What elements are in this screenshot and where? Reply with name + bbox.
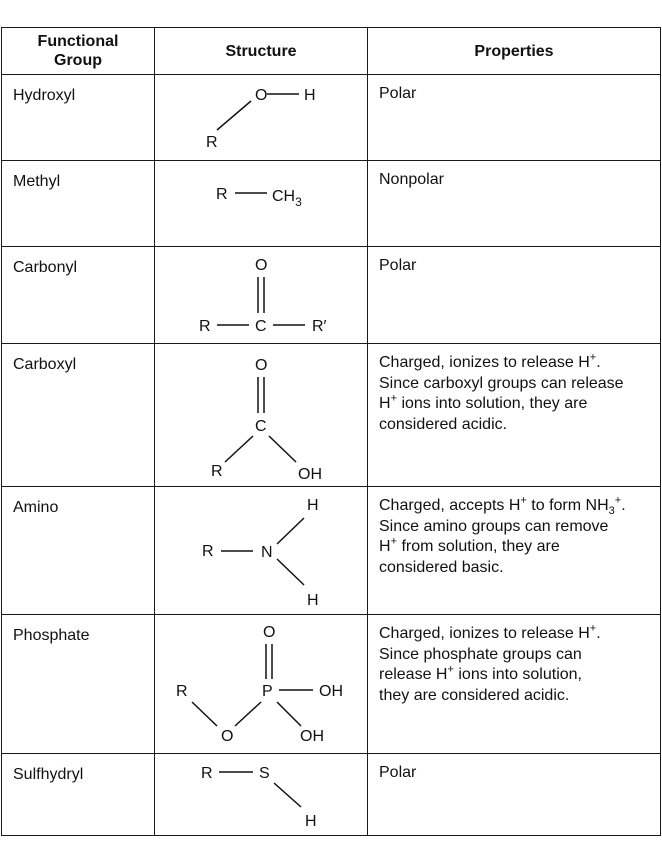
properties-text: Polar: [379, 764, 417, 781]
hydroxyl-structure-diagram: O H R: [206, 87, 316, 151]
structure-phosphate: O R P OH O OH: [154, 614, 368, 754]
atom-oh-bottom: OH: [300, 728, 324, 745]
table-row: Methyl R CH3 Nonpolar: [1, 160, 661, 247]
bond-line: [276, 517, 305, 545]
atom-r: R: [211, 463, 223, 480]
atom-h-bottom: H: [307, 592, 319, 609]
table-row: Carbonyl O R C R′ Polar: [1, 246, 661, 344]
atom-ch3: CH3: [272, 188, 302, 209]
atom-o: O: [255, 357, 267, 374]
properties-text: Charged, ionizes to release H+. Since ph…: [379, 622, 601, 704]
properties-text: Charged, ionizes to release H+. Since ca…: [379, 351, 624, 433]
structure-methyl: R CH3: [154, 160, 368, 247]
properties-cell: Polar: [367, 74, 661, 161]
properties-cell: Nonpolar: [367, 160, 661, 247]
properties-cell: Polar: [367, 246, 661, 344]
atom-r: R: [206, 134, 218, 151]
structure-sulfhydryl: R S H: [154, 753, 368, 836]
bond-line: [268, 435, 297, 463]
carbonyl-structure-diagram: O R C R′: [199, 257, 327, 335]
atom-r: R: [199, 318, 211, 335]
bond-line: [191, 701, 218, 727]
atom-r-prime: R′: [312, 318, 327, 335]
atom-o: O: [255, 257, 267, 274]
atom-r: R: [202, 543, 214, 560]
header-properties: Properties: [367, 27, 661, 75]
atom-h: H: [304, 87, 316, 104]
group-name: Sulfhydryl: [1, 753, 155, 836]
structure-carbonyl: O R C R′: [154, 246, 368, 344]
group-name: Amino: [1, 486, 155, 615]
bond-line: [234, 701, 262, 727]
group-name: Phosphate: [1, 614, 155, 754]
functional-groups-table: Functional Group Structure Properties Hy…: [1, 27, 661, 836]
table-row: Carboxyl O C R OH Charged, ionizes to re…: [1, 343, 661, 487]
atom-o: O: [255, 87, 267, 104]
atom-o-top: O: [263, 624, 275, 641]
atom-o: O: [221, 728, 233, 745]
atom-n: N: [261, 544, 273, 561]
bond-line: [273, 782, 302, 808]
group-name: Methyl: [1, 160, 155, 247]
bond-line: [216, 100, 252, 131]
table-row: Phosphate O R P OH O OH Charged, ionizes…: [1, 614, 661, 754]
properties-cell: Charged, ionizes to release H+. Since ca…: [367, 343, 661, 487]
atom-c: C: [255, 418, 267, 435]
atom-h-top: H: [307, 497, 319, 514]
header-row: Functional Group Structure Properties: [1, 27, 661, 75]
atom-c: C: [255, 318, 267, 335]
atom-p: P: [262, 683, 273, 700]
properties-cell: Polar: [367, 753, 661, 836]
bond-line: [276, 701, 302, 727]
group-name: Hydroxyl: [1, 74, 155, 161]
table-row: Sulfhydryl R S H Polar: [1, 753, 661, 836]
amino-structure-diagram: H R N H: [202, 497, 319, 609]
properties-text: Charged, accepts H+ to form NH3+. Since …: [379, 494, 626, 576]
methyl-structure-diagram: R CH3: [216, 186, 302, 209]
group-name: Carboxyl: [1, 343, 155, 487]
properties-text: Nonpolar: [379, 171, 444, 188]
carboxyl-structure-diagram: O C R OH: [211, 357, 322, 483]
atom-r: R: [201, 765, 213, 782]
structure-amino: H R N H: [154, 486, 368, 615]
atom-r: R: [216, 186, 228, 203]
atom-h: H: [305, 813, 317, 830]
properties-cell: Charged, ionizes to release H+. Since ph…: [367, 614, 661, 754]
atom-r: R: [176, 683, 188, 700]
properties-text: Polar: [379, 85, 417, 102]
properties-text: Polar: [379, 257, 417, 274]
atom-oh: OH: [298, 466, 322, 483]
structure-carboxyl: O C R OH: [154, 343, 368, 487]
atom-s: S: [259, 765, 270, 782]
structure-hydroxyl: O H R: [154, 74, 368, 161]
properties-cell: Charged, accepts H+ to form NH3+. Since …: [367, 486, 661, 615]
atom-oh-right: OH: [319, 683, 343, 700]
bond-line: [276, 558, 305, 586]
sulfhydryl-structure-diagram: R S H: [201, 765, 317, 830]
group-name: Carbonyl: [1, 246, 155, 344]
header-structure: Structure: [154, 27, 368, 75]
bond-line: [224, 435, 254, 463]
table-row: Amino H R N H Charged, accepts H+ to for…: [1, 486, 661, 615]
table-row: Hydroxyl O H R Polar: [1, 74, 661, 161]
header-functional-group: Functional Group: [1, 27, 155, 75]
phosphate-structure-diagram: O R P OH O OH: [176, 624, 343, 745]
